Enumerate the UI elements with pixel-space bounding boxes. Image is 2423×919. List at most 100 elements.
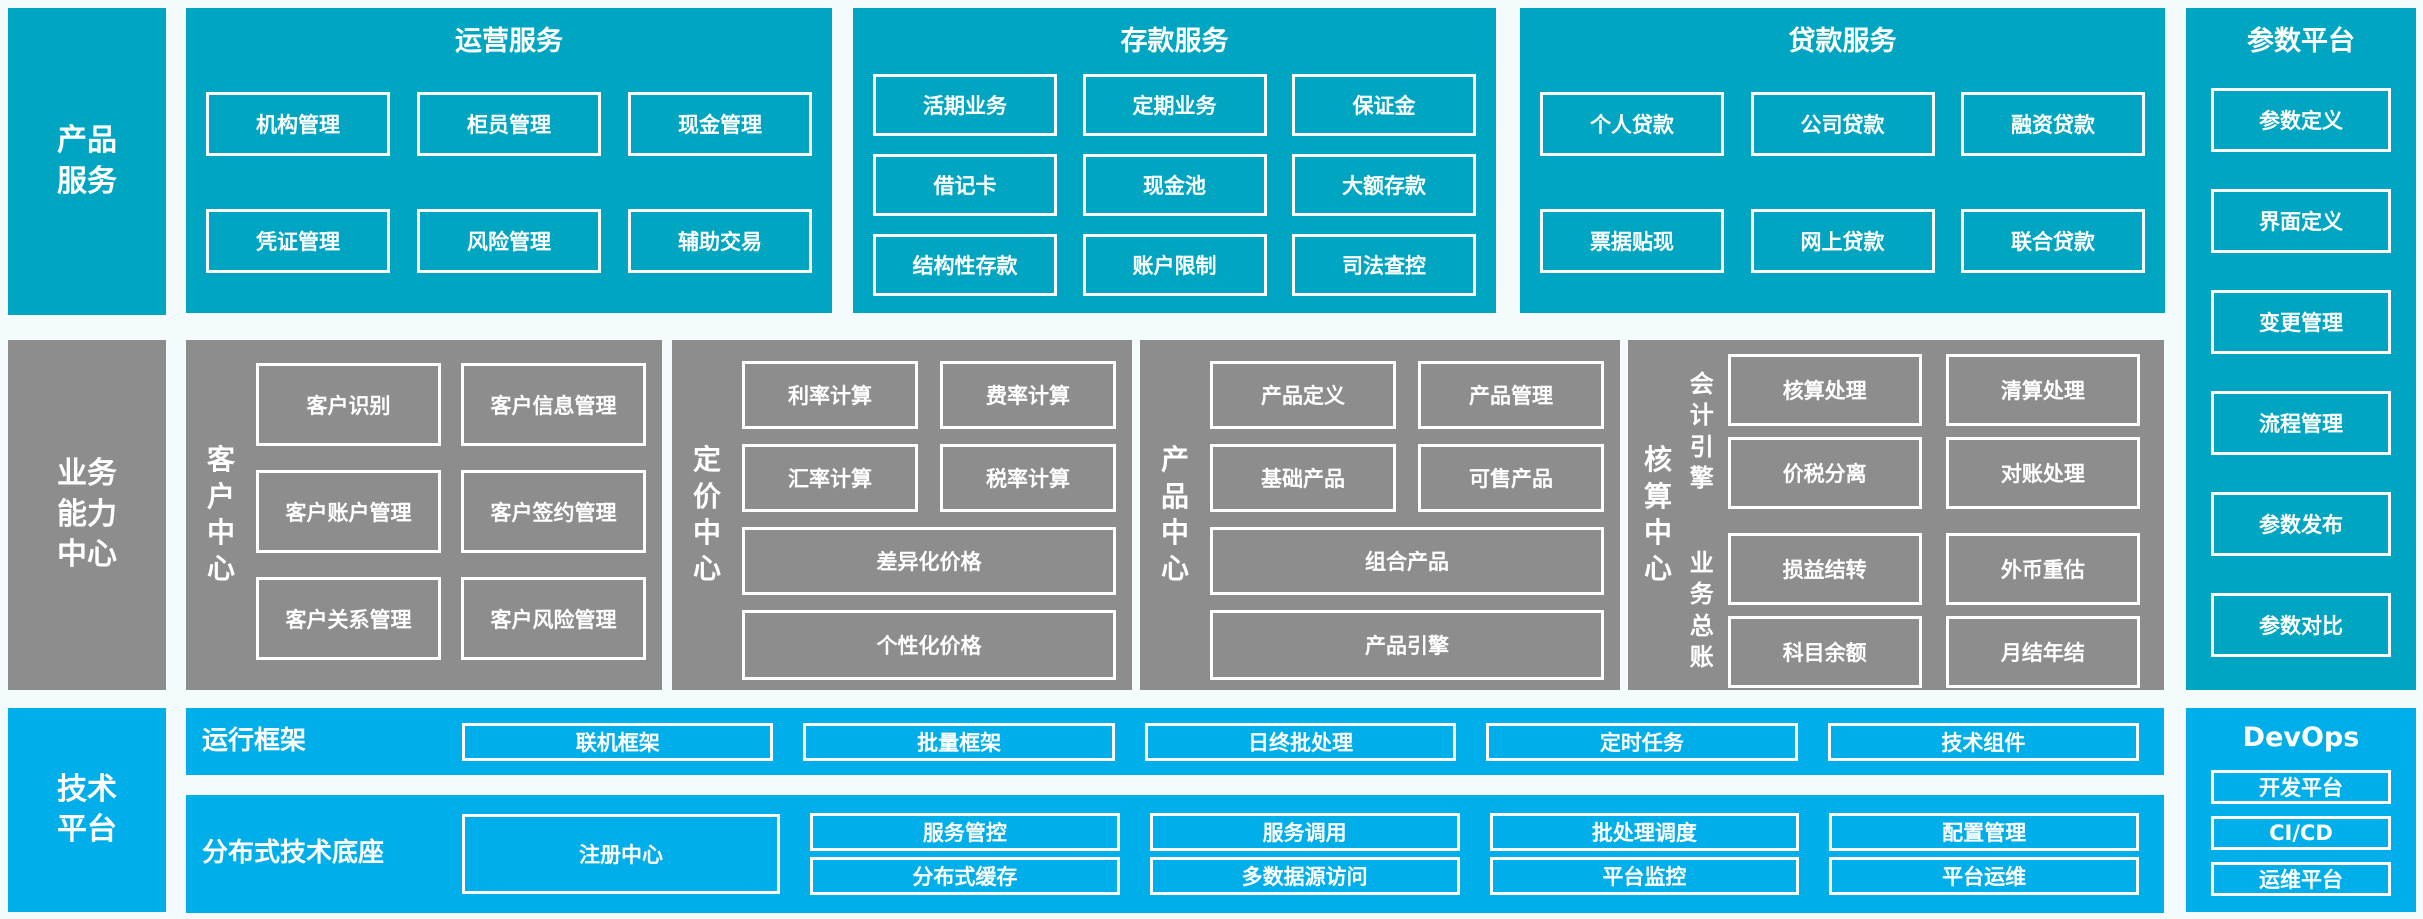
devops-stack: 开发平台 CI/CD 运维平台 xyxy=(2186,770,2416,897)
pricing-center-label: 定价中心 xyxy=(692,443,721,586)
accounting-box-1: 清算处理 xyxy=(1945,354,2140,426)
devops-box-2: 运维平台 xyxy=(2211,862,2391,897)
devops-box-0: 开发平台 xyxy=(2211,770,2391,805)
customer-box-3: 客户签约管理 xyxy=(461,470,646,553)
accounting-center-label: 核算中心 xyxy=(1643,443,1672,586)
accounting-box-2: 价税分离 xyxy=(1727,437,1922,509)
loan-box-3: 票据贴现 xyxy=(1540,209,1724,274)
section-product-center: 产品中心 产品定义 产品管理 基础产品 可售产品 组合产品 产品引擎 xyxy=(1140,340,1620,690)
param-box-3: 流程管理 xyxy=(2211,391,2391,456)
distributed-box-2: 批处理调度 xyxy=(1489,813,1800,851)
accounting-box-0: 核算处理 xyxy=(1727,354,1922,426)
param-box-0: 参数定义 xyxy=(2211,88,2391,153)
section-pricing-center: 定价中心 利率计算 费率计算 汇率计算 税率计算 差异化价格 个性化价格 xyxy=(672,340,1132,690)
product-center-label: 产品中心 xyxy=(1160,443,1189,586)
loan-services-title: 贷款服务 xyxy=(1788,26,1897,57)
product-center-box-0: 产品定义 xyxy=(1210,361,1396,429)
distributed-box-3: 配置管理 xyxy=(1829,813,2139,851)
sidebar-technology-platform: 技术平台 xyxy=(8,708,166,912)
distributed-box-7: 平台运维 xyxy=(1829,857,2139,895)
deposit-box-2: 保证金 xyxy=(1292,74,1476,137)
section-customer-center: 客户中心 客户识别 客户信息管理 客户账户管理 客户签约管理 客户关系管理 客户… xyxy=(186,340,662,690)
param-box-2: 变更管理 xyxy=(2211,290,2391,355)
pricing-center-label-wrap: 定价中心 xyxy=(672,340,742,690)
distributed-registry-box: 注册中心 xyxy=(462,814,780,894)
devops-box-1: CI/CD xyxy=(2211,816,2391,851)
deposit-services-title: 存款服务 xyxy=(1120,26,1229,57)
deposit-services-grid: 活期业务 定期业务 保证金 借记卡 现金池 大额存款 结构性存款 账户限制 司法… xyxy=(853,74,1496,297)
business-ledger-grid: 损益结转 外币重估 科目余额 月结年结 xyxy=(1727,533,2140,688)
deposit-box-1: 定期业务 xyxy=(1082,74,1267,137)
section-loan-services: 贷款服务 个人贷款 公司贷款 融资贷款 票据贴现 网上贷款 联合贷款 xyxy=(1520,8,2165,313)
loan-box-4: 网上贷款 xyxy=(1750,209,1935,274)
product-center-box-2: 基础产品 xyxy=(1210,444,1396,512)
operation-services-title: 运营服务 xyxy=(455,26,563,57)
accounting-box-5: 外币重估 xyxy=(1945,533,2140,605)
pricing-wide-box-0: 差异化价格 xyxy=(742,527,1116,595)
loan-services-grid: 个人贷款 公司贷款 融资贷款 票据贴现 网上贷款 联合贷款 xyxy=(1520,92,2165,274)
accounting-box-7: 月结年结 xyxy=(1945,616,2140,688)
pricing-wide-box-1: 个性化价格 xyxy=(742,610,1116,680)
distributed-base-label: 分布式技术底座 xyxy=(202,838,385,869)
deposit-box-3: 借记卡 xyxy=(873,154,1057,217)
section-accounting-center: 核算中心 会计引擎 核算处理 清算处理 价税分离 对账处理 业务总账 损益结转 … xyxy=(1628,340,2164,690)
distributed-col-2: 批处理调度 平台监控 xyxy=(1489,813,1800,895)
runtime-box-3: 定时任务 xyxy=(1486,722,1798,761)
operation-services-grid: 机构管理 柜员管理 现金管理 凭证管理 风险管理 辅助交易 xyxy=(186,92,832,274)
deposit-box-6: 结构性存款 xyxy=(873,234,1057,297)
runtime-framework-label: 运行框架 xyxy=(202,725,307,756)
pricing-box-3: 税率计算 xyxy=(940,444,1116,512)
product-center-grid: 产品定义 产品管理 基础产品 可售产品 组合产品 产品引擎 xyxy=(1210,361,1604,680)
runtime-box-1: 批量框架 xyxy=(803,722,1115,761)
runtime-box-0: 联机框架 xyxy=(462,722,774,761)
accounting-engine-label: 会计引擎 xyxy=(1689,370,1714,492)
business-ledger-label: 业务总账 xyxy=(1689,549,1714,671)
operation-box-5: 辅助交易 xyxy=(628,209,812,274)
business-ledger-group: 业务总账 损益结转 外币重估 科目余额 月结年结 xyxy=(1688,533,2140,688)
section-runtime-framework: 运行框架 联机框架 批量框架 日终批处理 定时任务 技术组件 xyxy=(186,708,2164,775)
operation-box-2: 现金管理 xyxy=(628,92,812,157)
customer-box-4: 客户关系管理 xyxy=(256,577,441,660)
accounting-center-label-wrap: 核算中心 xyxy=(1628,340,1688,690)
operation-box-1: 柜员管理 xyxy=(417,92,601,157)
deposit-box-0: 活期业务 xyxy=(873,74,1057,137)
sidebar-business-capability-center: 业务能力中心 xyxy=(8,340,166,690)
accounting-engine-grid: 核算处理 清算处理 价税分离 对账处理 xyxy=(1727,354,2140,509)
runtime-box-4: 技术组件 xyxy=(1827,722,2140,761)
runtime-box-2: 日终批处理 xyxy=(1144,722,1457,761)
product-center-box-3: 可售产品 xyxy=(1418,444,1604,512)
pricing-box-1: 费率计算 xyxy=(940,361,1116,429)
deposit-box-8: 司法查控 xyxy=(1292,234,1476,297)
customer-center-grid: 客户识别 客户信息管理 客户账户管理 客户签约管理 客户关系管理 客户风险管理 xyxy=(256,363,646,660)
pricing-center-grid: 利率计算 费率计算 汇率计算 税率计算 差异化价格 个性化价格 xyxy=(742,361,1116,680)
distributed-box-6: 平台监控 xyxy=(1489,857,1800,895)
param-box-5: 参数对比 xyxy=(2211,593,2391,658)
pricing-box-2: 汇率计算 xyxy=(742,444,918,512)
distributed-box-1: 服务调用 xyxy=(1149,813,1460,851)
section-parameter-platform: 参数平台 参数定义 界面定义 变更管理 流程管理 参数发布 参数对比 xyxy=(2186,8,2416,690)
accounting-box-6: 科目余额 xyxy=(1727,616,1922,688)
sidebar-product-services-label: 产品服务 xyxy=(57,123,117,199)
product-center-box-1: 产品管理 xyxy=(1418,361,1604,429)
product-center-wide-box-0: 组合产品 xyxy=(1210,527,1604,595)
distributed-box-5: 多数据源访问 xyxy=(1149,857,1460,895)
section-devops: DevOps 开发平台 CI/CD 运维平台 xyxy=(2186,708,2416,912)
deposit-box-7: 账户限制 xyxy=(1082,234,1267,297)
param-box-1: 界面定义 xyxy=(2211,189,2391,254)
accounting-engine-group: 会计引擎 核算处理 清算处理 价税分离 对账处理 xyxy=(1688,354,2140,509)
customer-center-label: 客户中心 xyxy=(206,443,235,586)
loan-box-1: 公司贷款 xyxy=(1750,92,1935,157)
operation-box-3: 凭证管理 xyxy=(206,209,390,274)
accounting-box-3: 对账处理 xyxy=(1945,437,2140,509)
section-deposit-services: 存款服务 活期业务 定期业务 保证金 借记卡 现金池 大额存款 结构性存款 账户… xyxy=(853,8,1496,313)
section-distributed-base: 分布式技术底座 注册中心 服务管控 分布式缓存 服务调用 多数据源访问 批处理调… xyxy=(186,795,2164,913)
pricing-box-0: 利率计算 xyxy=(742,361,918,429)
distributed-box-4: 分布式缓存 xyxy=(810,857,1120,895)
product-center-wide-box-1: 产品引擎 xyxy=(1210,610,1604,680)
distributed-col-3: 配置管理 平台运维 xyxy=(1829,813,2139,895)
distributed-box-0: 服务管控 xyxy=(810,813,1120,851)
customer-box-5: 客户风险管理 xyxy=(461,577,646,660)
sidebar-business-capability-label: 业务能力中心 xyxy=(57,456,117,573)
distributed-col-0: 服务管控 分布式缓存 xyxy=(810,813,1120,895)
